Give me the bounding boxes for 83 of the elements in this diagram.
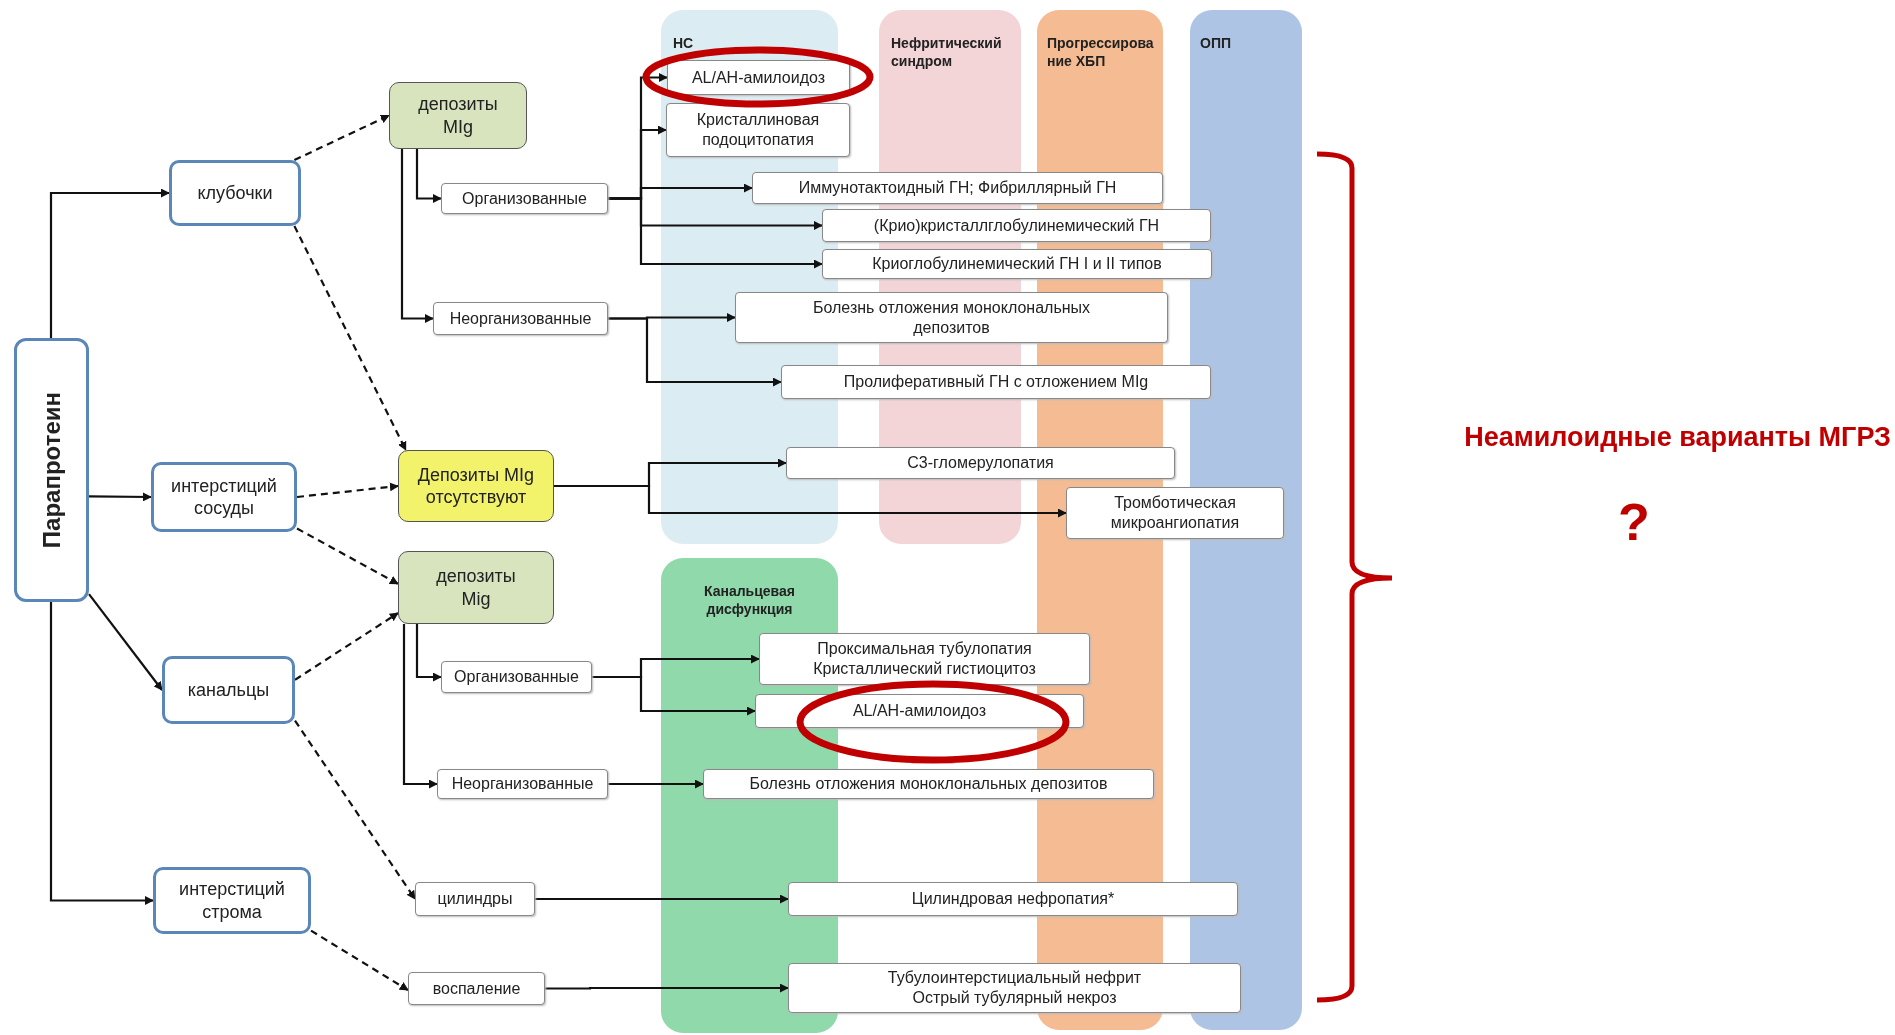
arrow bbox=[294, 612, 399, 681]
box-label: С3-гломерулопатия bbox=[907, 453, 1054, 473]
box-label: Болезнь отложения моноклональных депозитов bbox=[811, 297, 1092, 338]
box-label: AL/AH-амилоидоз bbox=[852, 701, 987, 721]
column-heading: ОПП bbox=[1200, 34, 1232, 53]
box-label: воспаление bbox=[432, 978, 521, 999]
arrow bbox=[415, 149, 442, 203]
box-label: AL/AH-амилоидоз bbox=[691, 67, 826, 88]
arrow bbox=[296, 482, 399, 499]
process-box bbox=[398, 450, 554, 522]
arrow bbox=[402, 624, 438, 789]
process-box bbox=[822, 209, 1211, 242]
process-box bbox=[169, 160, 301, 226]
process-box bbox=[153, 867, 311, 934]
box-label: Болезнь отложения моноклональных депозитов bbox=[749, 774, 1108, 794]
process-box bbox=[788, 882, 1238, 916]
process-box bbox=[703, 769, 1154, 799]
box-label: цилиндры bbox=[437, 889, 513, 909]
arrow bbox=[310, 929, 409, 992]
box-label: Парапротеин bbox=[36, 391, 66, 549]
process-box bbox=[752, 172, 1163, 204]
arrow bbox=[608, 317, 782, 387]
column-heading: Нефритический синдром bbox=[891, 34, 1003, 71]
process-box bbox=[788, 963, 1241, 1013]
arrow bbox=[294, 720, 416, 900]
arrow bbox=[400, 149, 434, 323]
process-box bbox=[786, 447, 1175, 479]
box-label: Тубулоинтерстициальный нефрит Острый тубулярный некроз bbox=[886, 968, 1143, 1008]
arrow bbox=[88, 593, 163, 691]
box-label: Пролиферативный ГН с отложением MIg bbox=[843, 372, 1149, 392]
arrow bbox=[293, 225, 407, 451]
box-label: Тромботическая микроангиопатия bbox=[1109, 493, 1241, 533]
column-heading: Прогрессирование ХБП bbox=[1047, 34, 1155, 71]
box-label: Организованные bbox=[462, 188, 587, 209]
arrow bbox=[608, 779, 704, 789]
process-box bbox=[408, 972, 545, 1005]
process-box bbox=[781, 365, 1211, 399]
box-label: Неорганизованные bbox=[449, 308, 592, 329]
arrow bbox=[545, 983, 789, 993]
box-label: канальцы bbox=[187, 678, 270, 702]
box-label: Организованные bbox=[454, 667, 579, 687]
process-box bbox=[755, 694, 1084, 728]
process-box bbox=[759, 633, 1090, 685]
process-box bbox=[1066, 487, 1284, 539]
column-heading: НС bbox=[673, 34, 695, 53]
box-label: Депозиты MIg отсутствуют bbox=[416, 463, 536, 509]
process-box bbox=[437, 769, 608, 799]
box-label: Криоглобулинемический ГН I и II типов bbox=[872, 254, 1162, 274]
arrow bbox=[293, 114, 390, 161]
question-mark: ? bbox=[1618, 492, 1650, 552]
box-label: интерстиций строма bbox=[178, 878, 286, 923]
process-box bbox=[822, 249, 1212, 279]
box-label: депозиты Mig bbox=[435, 565, 517, 610]
annotation-text: Неамилоидные варианты МГРЗ bbox=[1464, 422, 1891, 453]
box-label: Иммунотактоидный ГН; Фибриллярный ГН bbox=[798, 178, 1117, 198]
arrow bbox=[535, 894, 789, 904]
arrow bbox=[49, 188, 170, 338]
process-box bbox=[389, 82, 527, 149]
process-box bbox=[441, 661, 592, 693]
process-box bbox=[151, 462, 297, 532]
process-box bbox=[666, 103, 850, 157]
process-box bbox=[735, 292, 1168, 343]
column-heading: Канальцевая дисфункция bbox=[703, 582, 796, 619]
box-label: Цилиндровая нефропатия* bbox=[911, 889, 1115, 909]
process-box bbox=[14, 338, 89, 602]
box-label: Кристаллиновая подоцитопатия bbox=[695, 110, 821, 150]
box-label: депозиты MIg bbox=[417, 93, 499, 138]
process-box bbox=[162, 656, 295, 724]
box-label: Неорганизованные bbox=[451, 774, 594, 794]
box-label: интерстиций сосуды bbox=[170, 474, 278, 520]
process-box bbox=[441, 183, 608, 214]
arrow bbox=[49, 602, 154, 905]
box-label: (Крио)кристаллглобулинемический ГН bbox=[873, 215, 1160, 236]
box-label: клубочки bbox=[197, 181, 273, 205]
process-box bbox=[433, 302, 608, 335]
arrow bbox=[608, 197, 823, 269]
process-box bbox=[398, 551, 554, 624]
arrow bbox=[89, 492, 152, 502]
arrow bbox=[296, 527, 399, 585]
process-box bbox=[667, 60, 850, 95]
process-box bbox=[415, 882, 535, 916]
box-label: Проксимальная тубулопатия Кристаллический гистиоцитоз bbox=[812, 639, 1037, 679]
arrow bbox=[415, 624, 442, 682]
